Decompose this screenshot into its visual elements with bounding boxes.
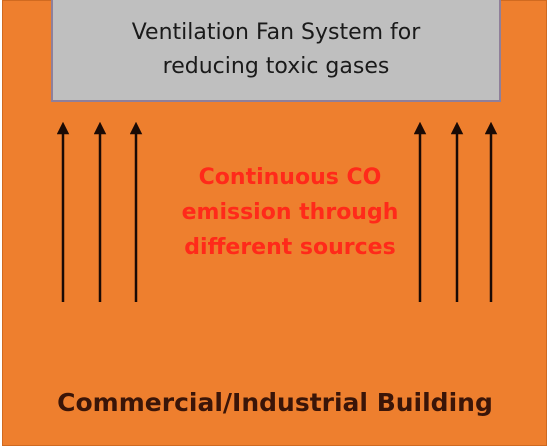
building-label: Commercial/Industrial Building (57, 388, 493, 417)
fan-system-title-line-2: reducing toxic gases (162, 54, 390, 79)
ventilation-fan-system-box: Ventilation Fan System for reducing toxi… (51, 0, 501, 102)
fan-system-title-line-1: Ventilation Fan System for (131, 20, 421, 45)
co-emission-line-3: different sources (184, 235, 396, 260)
co-emission-line-1: Continuous CO (198, 165, 382, 190)
co-emission-label: Continuous CO emission through different… (140, 160, 440, 265)
co-emission-line-2: emission through (181, 200, 399, 225)
